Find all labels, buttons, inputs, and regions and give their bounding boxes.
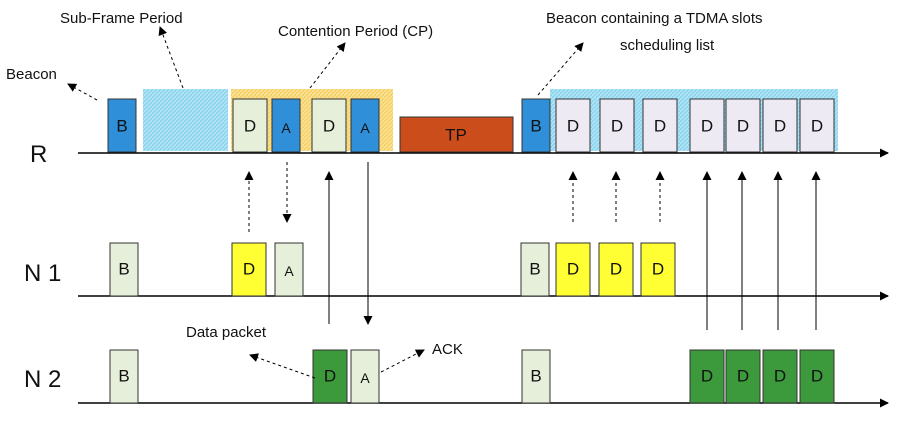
n1-slot-block-1 <box>555 242 591 297</box>
r-data-block-2 <box>311 98 347 153</box>
n2-data-label-1: D <box>324 367 336 386</box>
n1-beacon-label-2: B <box>529 260 540 279</box>
n2-slot-label-1: D <box>701 367 713 386</box>
r-slot-block-6 <box>762 98 798 153</box>
n2-beacon-label-2: B <box>530 367 541 386</box>
ack-annotation: ACK <box>432 341 463 358</box>
beacon-annotation: Beacon <box>6 66 57 83</box>
row-label-r: R <box>30 141 47 168</box>
r-slot-label-5: D <box>737 117 749 136</box>
tdma-callout-arrow <box>537 42 584 96</box>
n1-slot-label-3: D <box>652 260 664 279</box>
n2-slot-block-3 <box>762 349 798 404</box>
r-slot-label-6: D <box>774 117 786 136</box>
row-label-n1: N 1 <box>24 260 61 287</box>
r-slot-block-1 <box>555 98 591 153</box>
data-packet-annotation: Data packet <box>186 324 267 341</box>
n1-slot-label-1: D <box>567 260 579 279</box>
n1-slot-label-2: D <box>610 260 622 279</box>
r-tp-block <box>399 116 514 153</box>
r-row-blocks: B D A D A TP B D D D D D D D <box>107 98 835 153</box>
n2-slot-block-2 <box>725 349 761 404</box>
n1-ack-label: A <box>284 263 294 279</box>
r-slot-block-3 <box>642 98 678 153</box>
ack-callout-arrow <box>380 349 425 373</box>
contention-period-annotation: Contention Period (CP) <box>278 23 433 40</box>
tdma-annotation-line2: scheduling list <box>620 37 715 54</box>
r-ack-block-1 <box>271 98 301 153</box>
r-slot-block-4 <box>689 98 725 153</box>
n2-row-blocks: B D A B D D D D <box>109 349 835 404</box>
n2-slot-block-1 <box>689 349 725 404</box>
r-ack-label-2: A <box>360 120 370 136</box>
r-slot-block-2 <box>599 98 635 153</box>
r-ack-label-1: A <box>281 120 291 136</box>
tdma-annotation-line1: Beacon containing a TDMA slots <box>546 10 763 27</box>
n1-slot-block-3 <box>640 242 676 297</box>
r-slot-label-2: D <box>611 117 623 136</box>
n2-slot-label-2: D <box>737 367 749 386</box>
n1-slot-block-2 <box>598 242 634 297</box>
r-slot-label-4: D <box>701 117 713 136</box>
r-tp-label: TP <box>445 126 467 145</box>
n2-beacon-block-1 <box>109 349 139 404</box>
r-slot-block-5 <box>725 98 761 153</box>
data-packet-callout-arrow <box>249 353 316 379</box>
n1-ack-block <box>274 242 304 297</box>
beacon-callout-arrow <box>67 83 98 101</box>
n2-slot-block-4 <box>799 349 835 404</box>
n2-slot-label-4: D <box>811 367 823 386</box>
subframe-callout-arrow <box>158 26 184 89</box>
n1-beacon-label-1: B <box>118 260 129 279</box>
subframe-period-annotation: Sub-Frame Period <box>60 10 183 27</box>
r-data-label-2: D <box>323 117 335 136</box>
n1-row-blocks: B D A B D D D <box>109 242 676 297</box>
r-beacon-label: B <box>116 117 127 136</box>
r-ack-block-2 <box>350 98 380 153</box>
n1-data-label-1: D <box>243 260 255 279</box>
r-beacon-label-2: B <box>530 117 541 136</box>
n2-beacon-block-2 <box>521 349 551 404</box>
cp-callout-arrow <box>309 42 346 89</box>
r-slot-label-3: D <box>654 117 666 136</box>
n2-slot-label-3: D <box>774 367 786 386</box>
n1-beacon-block-2 <box>520 242 550 297</box>
n2-ack-label: A <box>360 370 370 386</box>
r-slot-label-1: D <box>567 117 579 136</box>
r-data-label-1: D <box>244 117 256 136</box>
n2-data-block-1 <box>312 349 348 404</box>
row-label-n2: N 2 <box>24 366 61 393</box>
n1-beacon-block-1 <box>109 242 139 297</box>
subframe-period-band <box>143 89 228 151</box>
r-slot-block-7 <box>799 98 835 153</box>
n2-beacon-label-1: B <box>118 367 129 386</box>
r-beacon-block-2 <box>521 98 551 153</box>
n2-ack-block <box>350 349 380 404</box>
r-beacon-block <box>107 98 137 153</box>
r-data-block-1 <box>232 98 268 153</box>
n1-data-block-1 <box>231 242 267 297</box>
r-slot-label-7: D <box>811 117 823 136</box>
